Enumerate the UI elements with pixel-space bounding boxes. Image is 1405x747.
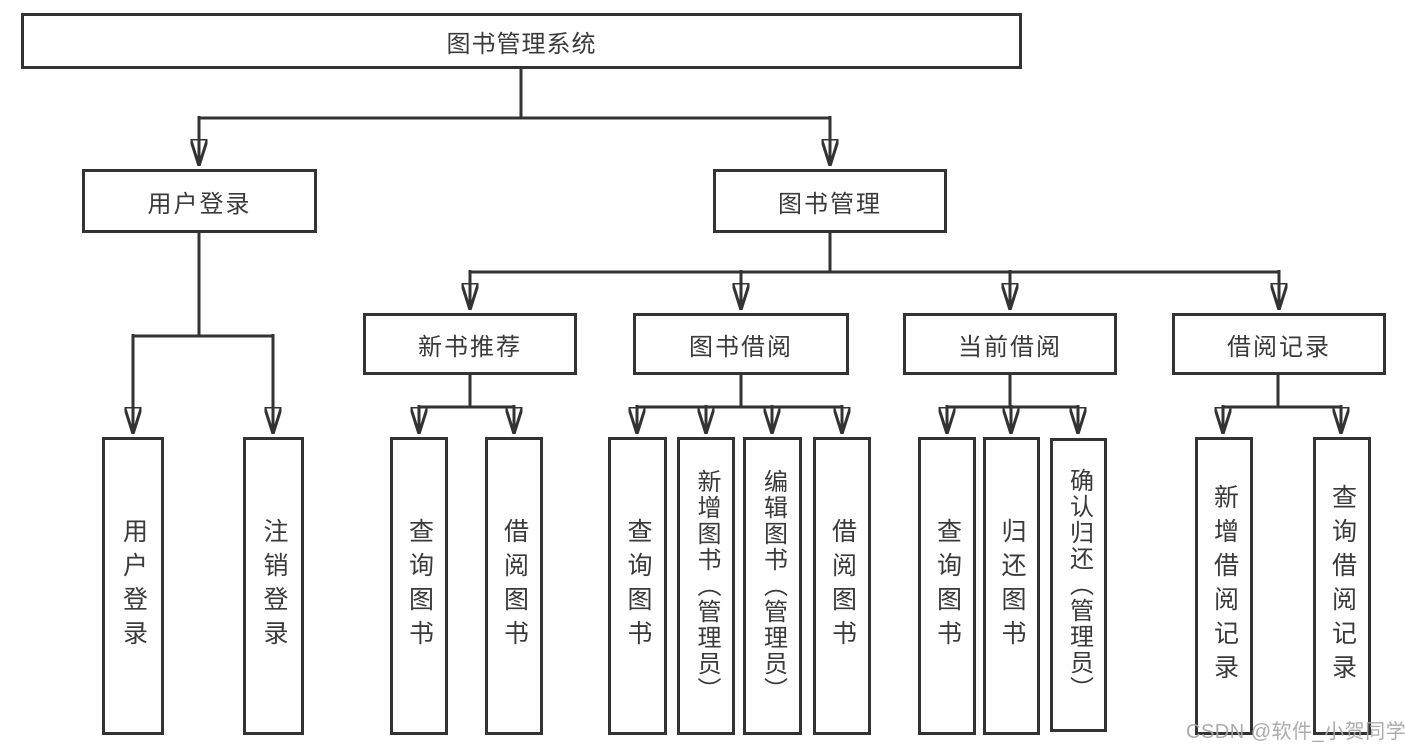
leaf-query-books-recommend: 查询图书 <box>390 437 448 735</box>
node-library-management-system: 图书管理系统 <box>21 13 1022 69</box>
leaf-query-borrow-record: 查询借阅记录 <box>1313 437 1371 735</box>
node-new-book-recommend: 新书推荐 <box>363 313 577 375</box>
csdn-watermark: CSDN @软件_小贺同学 <box>1186 721 1405 743</box>
leaf-user-login: 用户登录 <box>102 437 164 735</box>
node-book-management: 图书管理 <box>713 169 947 233</box>
leaf-query-books-borrow: 查询图书 <box>608 437 667 735</box>
leaf-edit-book-admin: 编辑图书（管理员） <box>743 437 802 735</box>
leaf-borrow-books-recommend: 借阅图书 <box>485 437 543 735</box>
node-user-login: 用户登录 <box>82 169 317 233</box>
leaf-logout: 注销登录 <box>243 437 304 735</box>
node-current-borrow: 当前借阅 <box>903 313 1117 375</box>
leaf-add-book-admin: 新增图书（管理员） <box>677 437 735 735</box>
node-borrow-records: 借阅记录 <box>1172 313 1386 375</box>
leaf-query-books-current: 查询图书 <box>918 437 976 735</box>
leaf-borrow-books: 借阅图书 <box>813 437 871 735</box>
leaf-confirm-return-admin: 确认归还（管理员） <box>1050 438 1107 732</box>
leaf-add-borrow-record: 新增借阅记录 <box>1195 437 1253 735</box>
leaf-return-book: 归还图书 <box>983 437 1040 735</box>
node-book-borrow: 图书借阅 <box>633 313 849 375</box>
